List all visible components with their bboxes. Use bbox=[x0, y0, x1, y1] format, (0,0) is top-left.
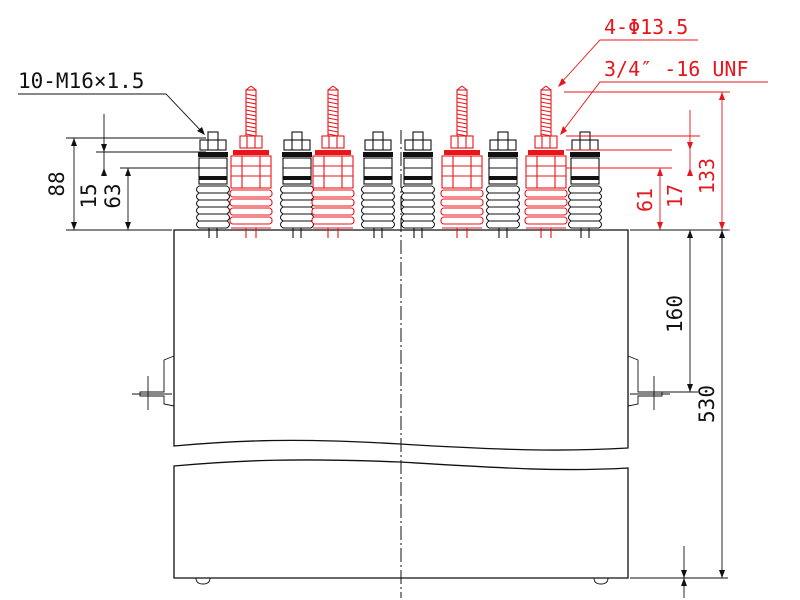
dim-63-label: 63 bbox=[101, 183, 125, 208]
black-terminal bbox=[280, 131, 314, 238]
red-terminal bbox=[311, 85, 355, 238]
callouts: 10-M16×1.5 4-Φ13.5 3/4″ -16 UNF bbox=[18, 15, 768, 135]
capacitor-body bbox=[132, 229, 670, 585]
washer bbox=[403, 152, 433, 157]
right-red-dimensions: 61 17 133 bbox=[564, 91, 730, 231]
body-lower bbox=[173, 459, 629, 579]
bracket-left bbox=[132, 355, 175, 410]
washer bbox=[488, 152, 518, 157]
washer bbox=[444, 150, 480, 155]
dim-61-label: 61 bbox=[633, 188, 657, 212]
red-terminal bbox=[524, 85, 568, 238]
m16-leader bbox=[18, 93, 205, 135]
dim-17-label: 17 bbox=[663, 184, 687, 208]
foot-right bbox=[593, 577, 609, 585]
dim-160-label: 160 bbox=[663, 295, 687, 333]
washer bbox=[570, 152, 600, 157]
dim-88-label: 88 bbox=[45, 171, 69, 196]
black-terminal bbox=[196, 131, 230, 238]
washer bbox=[315, 150, 351, 155]
washer bbox=[528, 150, 564, 155]
washer bbox=[363, 152, 393, 157]
black-terminal bbox=[486, 131, 520, 238]
dim-15-label: 15 bbox=[77, 183, 101, 208]
red-terminal bbox=[440, 85, 484, 238]
phi-leader bbox=[559, 39, 698, 85]
phi-callout-label: 4-Φ13.5 bbox=[604, 15, 688, 39]
body-upper bbox=[173, 229, 629, 451]
black-terminal bbox=[361, 131, 395, 238]
unf-callout-label: 3/4″ -16 UNF bbox=[604, 57, 749, 81]
washer bbox=[198, 152, 228, 157]
red-terminal bbox=[229, 85, 273, 238]
right-black-dimensions: 160 530 bbox=[630, 229, 728, 598]
left-dimensions: 88 15 63 bbox=[45, 114, 206, 231]
black-terminal bbox=[401, 131, 435, 238]
washer bbox=[233, 150, 269, 155]
unf-leader bbox=[561, 81, 768, 133]
bracket-right bbox=[627, 355, 670, 410]
foot-left bbox=[195, 577, 211, 585]
m16-callout-label: 10-M16×1.5 bbox=[18, 69, 144, 93]
terminal-group bbox=[196, 85, 602, 238]
washer bbox=[282, 152, 312, 157]
black-terminal bbox=[568, 131, 602, 238]
dim-133-label: 133 bbox=[695, 158, 719, 194]
dim-530-label: 530 bbox=[695, 385, 719, 423]
